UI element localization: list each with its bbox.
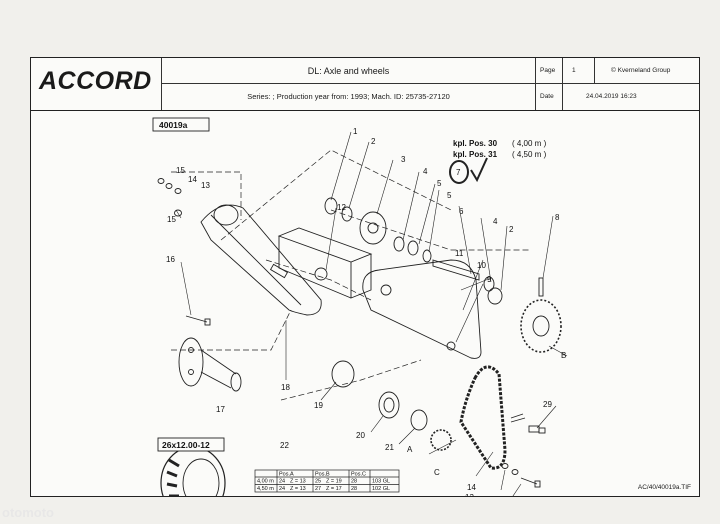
- page-label: Page: [540, 67, 556, 74]
- part-label: 14: [467, 483, 476, 492]
- table-cell: 25: [315, 479, 321, 485]
- bolt-16: [185, 315, 211, 326]
- part-label: 20: [356, 431, 365, 440]
- page-subtitle: Series: ; Production year from: 1993; Ma…: [162, 84, 536, 110]
- part-label: 21: [385, 443, 394, 452]
- wheel-hub: [178, 337, 242, 392]
- table-cell: Z = 13: [290, 486, 306, 492]
- table-header-a: Pos.A: [279, 472, 294, 478]
- bolt-set-lower: [501, 463, 541, 488]
- part-label: 6: [459, 207, 464, 216]
- sprocket-b: [520, 277, 562, 353]
- part-label: 2: [371, 137, 376, 146]
- kpl-pos-31: kpl. Pos. 31: [453, 150, 498, 159]
- table-cell: Z = 17: [326, 486, 342, 492]
- drawing-id-box: [152, 117, 210, 132]
- exploded-parts-drawing: 40019a kpl. Pos. 30 ( 4,00 m ) kpl. Pos.…: [152, 117, 568, 496]
- part-label: 8: [555, 213, 560, 222]
- part-label: 16: [166, 255, 175, 264]
- sprocket-c: [430, 429, 452, 451]
- letter-label: B: [561, 351, 566, 360]
- drive-chain: [459, 365, 507, 470]
- logo-cell: ACCORD: [31, 58, 162, 110]
- page-title: DL: Axle and wheels: [162, 58, 536, 84]
- part-labels: 1 2 3 4 5 5 6 4 2 7 8 9 10 11 12 13 14 1…: [166, 127, 560, 496]
- leader-lines: [175, 131, 568, 496]
- part-label: 10: [477, 261, 486, 270]
- accord-logo: ACCORD: [39, 67, 152, 95]
- tire: [160, 446, 226, 496]
- hub-parts: [314, 197, 432, 281]
- kpl-pos-30: kpl. Pos. 30: [453, 139, 498, 148]
- table-cell: Z = 13: [290, 479, 306, 485]
- date-label: Date: [540, 93, 554, 100]
- part-label: 29: [543, 400, 552, 409]
- seal-ring: [331, 360, 355, 388]
- square-tube: [277, 227, 373, 299]
- table-cell: 102 GL: [372, 486, 390, 492]
- chain-tensioner: [510, 413, 546, 434]
- part-label: 11: [455, 249, 464, 258]
- table-cell: 27: [315, 486, 321, 492]
- bearing: [378, 391, 400, 419]
- copyright: © Kverneland Group: [611, 67, 671, 74]
- letter-labels: A B C: [407, 351, 566, 477]
- part-label: 9: [487, 275, 492, 284]
- handwritten-check: [470, 157, 488, 183]
- part-label: 15: [176, 166, 185, 175]
- part-label: 14: [188, 175, 197, 184]
- table-header-c: Pos.C: [351, 472, 366, 478]
- tire-label: 26x12.00-12: [162, 440, 210, 450]
- part-label: 19: [314, 401, 323, 410]
- table-cell: 24: [279, 486, 285, 492]
- sprocket-table: Pos.A Pos.B Pos.C 4,00 m 24 Z = 13 25 Z …: [254, 469, 400, 493]
- page-number: 1: [572, 67, 576, 74]
- part-label: 5: [447, 191, 452, 200]
- kpl-pos-30-length: ( 4,00 m ): [512, 139, 547, 148]
- table-header-b: Pos.B: [315, 472, 330, 478]
- table-cell: 103 GL: [372, 479, 390, 485]
- part-label: 12: [337, 203, 346, 212]
- file-reference: AC/40/40019a.TIF: [637, 484, 691, 491]
- part-label: 5: [437, 179, 442, 188]
- part-label: 4: [493, 217, 498, 226]
- kpl-pos-31-length: ( 4,50 m ): [512, 150, 547, 159]
- table-cell: 28: [351, 479, 357, 485]
- chain-guard: [200, 204, 322, 316]
- page-meta: Page 1 © Kverneland Group: [536, 58, 699, 84]
- bolt-set-upper: [157, 178, 182, 217]
- watermark: otomoto: [2, 505, 54, 520]
- part-label: 17: [216, 405, 225, 414]
- part-label: 7: [456, 168, 461, 177]
- part-label: 13: [465, 493, 474, 496]
- part-label: 13: [201, 181, 210, 190]
- sheet-header: ACCORD DL: Axle and wheels Series: ; Pro…: [31, 58, 699, 111]
- table-cell: 28: [351, 486, 357, 492]
- part-label: 1: [353, 127, 358, 136]
- part-label: 4: [423, 167, 428, 176]
- drawing-id: 40019a: [159, 120, 188, 130]
- part-label: 3: [401, 155, 406, 164]
- letter-label: C: [434, 468, 440, 477]
- part-label: 18: [281, 383, 290, 392]
- table-cell: 4,50 m: [257, 486, 274, 492]
- handwritten-circle: [449, 160, 469, 184]
- date-value: 24.04.2019 16:23: [586, 93, 637, 100]
- parts-sheet: ACCORD DL: Axle and wheels Series: ; Pro…: [30, 57, 700, 497]
- date-meta: Date 24.04.2019 16:23: [536, 84, 699, 110]
- table-cell: 24: [279, 479, 285, 485]
- part-label: 2: [509, 225, 514, 234]
- part-label: 15: [167, 215, 176, 224]
- tire-label-box: [157, 437, 225, 452]
- retaining-ring: [410, 409, 428, 431]
- assembly-guide-lines: [171, 149, 531, 401]
- table-cell: 4,00 m: [257, 479, 274, 485]
- letter-label: A: [407, 445, 413, 454]
- shaft: [432, 259, 503, 305]
- table-cell: Z = 19: [326, 479, 342, 485]
- part-label: 22: [280, 441, 289, 450]
